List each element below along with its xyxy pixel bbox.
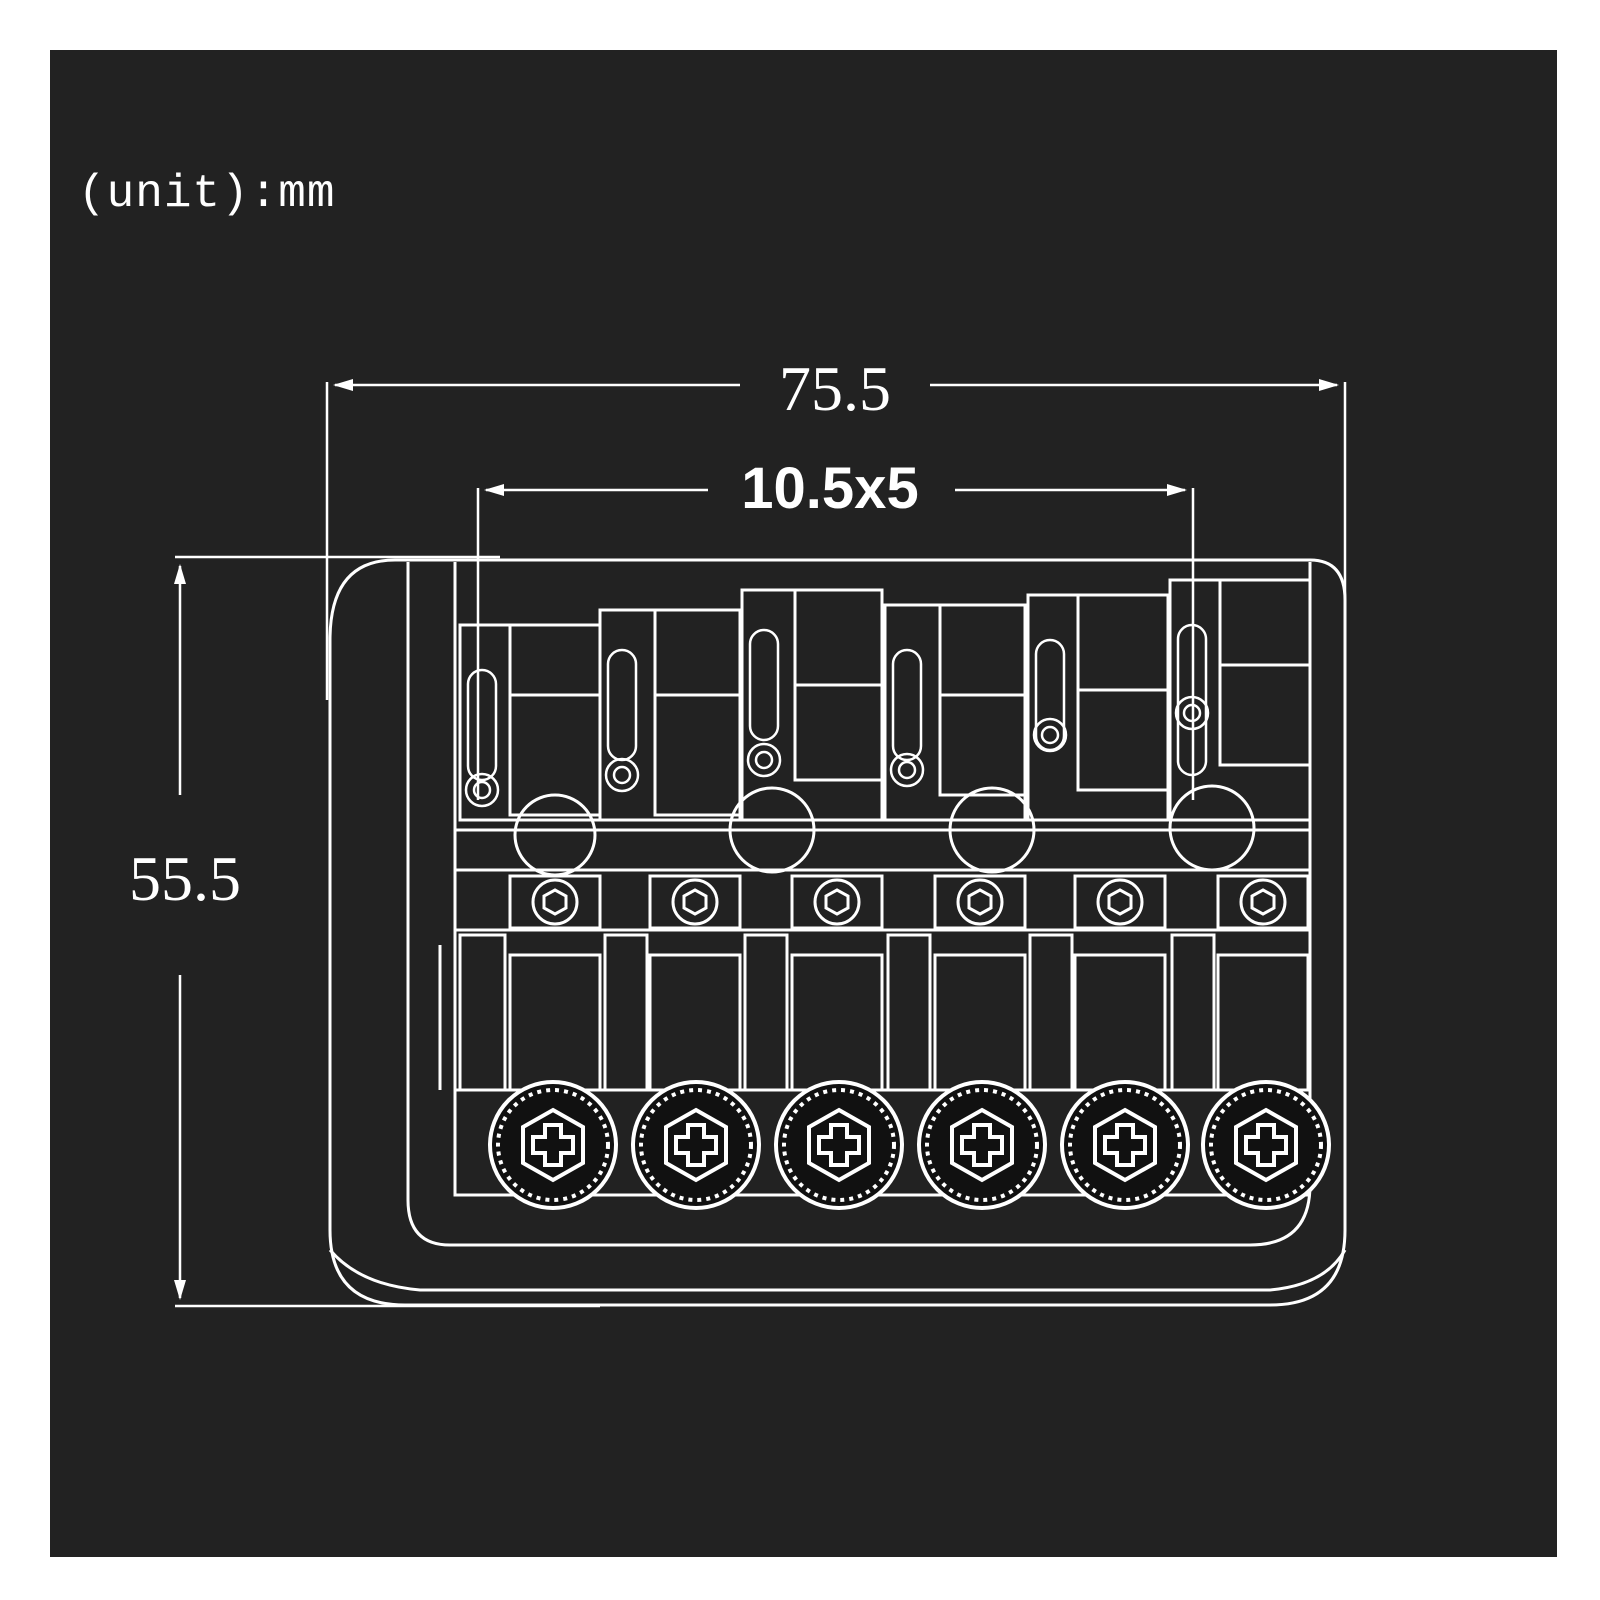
phillips-screw-icon (488, 1080, 618, 1210)
saddle-blocks (458, 578, 1312, 822)
phillips-screw-icon (774, 1080, 904, 1210)
phillips-screw-icon (917, 1080, 1047, 1210)
dimension-overall-width-label: 75.5 (779, 353, 891, 424)
string-ball-ends (513, 784, 1256, 877)
dimension-string-spacing-label: 10.5x5 (741, 456, 918, 521)
unit-label: (unit):mm (78, 168, 336, 220)
phillips-screw-icon (1201, 1080, 1331, 1210)
tuning-wheels (488, 1080, 1331, 1210)
phillips-screw-icon (1060, 1080, 1190, 1210)
dimension-string-spacing (476, 484, 1195, 800)
dimension-overall-length-label: 55.5 (129, 843, 241, 914)
bridge-outline (328, 558, 1347, 1307)
saddle-slots (464, 623, 1210, 808)
lower-saddle-columns (458, 933, 1310, 1092)
hex-socket-screw-row (508, 874, 1310, 930)
phillips-screw-icon (631, 1080, 761, 1210)
